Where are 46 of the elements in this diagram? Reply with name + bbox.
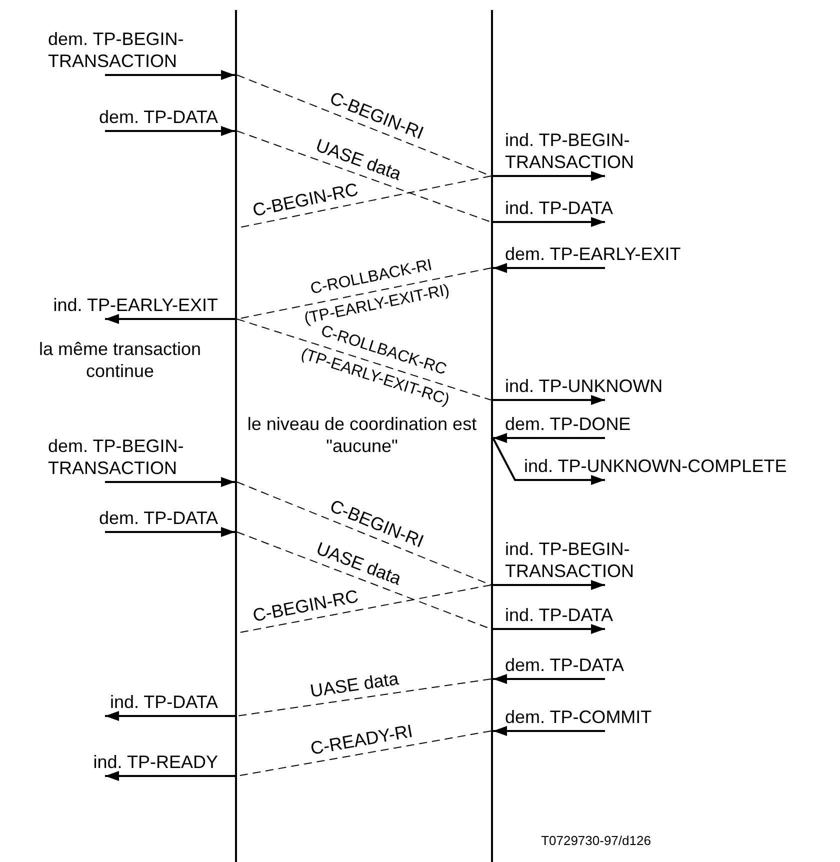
arrow: [493, 433, 605, 443]
note-text: la même transaction continue: [38, 338, 202, 382]
arrow: [105, 771, 235, 781]
arrow: [105, 70, 235, 80]
arrow: [105, 477, 235, 487]
arrow: [492, 438, 605, 485]
edge-label: dem. TP-DATA: [98, 106, 218, 128]
edge-label: ind. TP-BEGIN- TRANSACTION: [505, 538, 636, 582]
edge-label: ind. TP-READY: [93, 751, 218, 773]
message-line: [236, 678, 492, 716]
edge-label: C-READY-RI: [308, 720, 414, 760]
note-text: le niveau de coordination est "aucune": [246, 413, 478, 457]
lifeline: [491, 10, 493, 862]
message-line: [236, 130, 492, 222]
arrow: [105, 527, 235, 537]
edge-label: UASE data: [313, 135, 404, 184]
arrow: [493, 726, 605, 736]
message-line: [236, 318, 492, 400]
edge-label: ind. TP-UNKNOWN: [505, 375, 663, 397]
arrow: [493, 674, 605, 684]
arrow: [493, 263, 605, 273]
edge-label: dem. TP-EARLY-EXIT: [505, 243, 681, 265]
edge-label: dem. TP-BEGIN- TRANSACTION: [48, 28, 185, 72]
edge-label: ind. TP-UNKNOWN-COMPLETE: [524, 455, 787, 477]
edge-label: dem. TP-DONE: [505, 413, 631, 435]
edge-label: dem. TP-DATA: [98, 507, 218, 529]
arrow: [493, 624, 605, 634]
edge-label: dem. TP-DATA: [505, 654, 624, 676]
arrow: [105, 711, 235, 721]
lifeline: [235, 10, 237, 862]
arrow: [493, 171, 605, 181]
message-line: [236, 482, 492, 586]
edge-label: ind. TP-DATA: [505, 604, 614, 626]
edge-label: dem. TP-BEGIN- TRANSACTION: [48, 435, 185, 479]
edge-label: ind. TP-EARLY-EXIT: [53, 294, 218, 316]
arrow: [493, 395, 605, 405]
arrow: [493, 217, 605, 227]
edge-label: ind. TP-DATA: [505, 197, 614, 219]
edge-label: ind. TP-DATA: [110, 691, 218, 713]
figure-id: T0729730-97/d126: [540, 832, 652, 849]
edge-label: dem. TP-COMMIT: [505, 706, 652, 728]
arrow: [105, 314, 235, 324]
arrow: [105, 126, 235, 136]
arrow: [493, 580, 605, 590]
edge-label: UASE data: [308, 667, 400, 702]
edge-label: ind. TP-BEGIN- TRANSACTION: [505, 129, 636, 173]
